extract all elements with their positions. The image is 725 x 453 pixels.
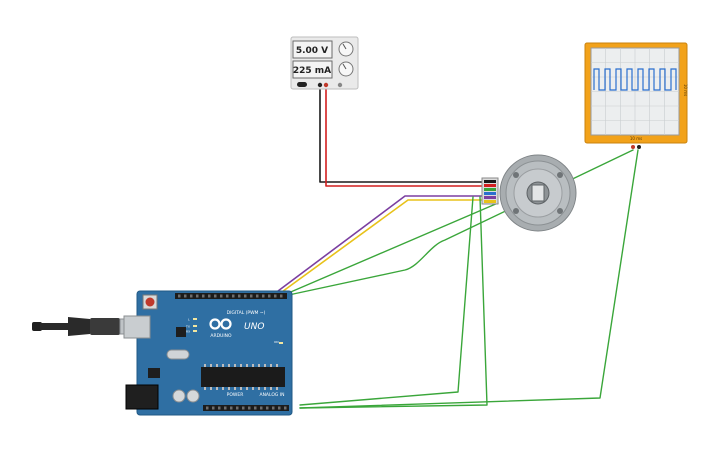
motor-hole-icon bbox=[557, 208, 563, 214]
led-l-icon bbox=[193, 318, 197, 320]
capacitors bbox=[172, 389, 200, 403]
oscilloscope-trace bbox=[593, 68, 677, 91]
dc-power-jack[interactable] bbox=[125, 384, 159, 410]
wire-black-power[interactable] bbox=[319, 85, 484, 183]
oscilloscope-side-label: 10 ms bbox=[683, 84, 688, 96]
motor-hole-icon bbox=[513, 172, 519, 178]
wire-red-power[interactable] bbox=[325, 85, 484, 187]
power-header-label: POWER bbox=[227, 392, 244, 398]
on-label: ON bbox=[274, 340, 279, 344]
motor-hole-icon bbox=[557, 172, 563, 178]
wire-green-3[interactable] bbox=[299, 196, 474, 406]
probe-terminal-positive[interactable] bbox=[631, 145, 635, 149]
motor-hole-icon bbox=[513, 208, 519, 214]
probe-terminal-negative[interactable] bbox=[637, 145, 641, 149]
led-label-l: L bbox=[188, 318, 190, 322]
reset-button[interactable] bbox=[145, 297, 155, 307]
arduino-logo-icon bbox=[209, 318, 232, 330]
digital-header[interactable] bbox=[175, 293, 287, 299]
oscilloscope[interactable]: 10 ms 10 ms bbox=[584, 42, 688, 149]
encoder-motor[interactable] bbox=[481, 154, 577, 232]
current-display: 225 mA bbox=[293, 66, 331, 76]
wire-purple-signal[interactable] bbox=[269, 195, 484, 298]
led-label-tx: TX bbox=[185, 325, 190, 329]
wire-yellow-signal[interactable] bbox=[274, 199, 484, 298]
digital-header-label: DIGITAL (PWM ~) bbox=[227, 310, 266, 316]
led-tx-icon bbox=[193, 325, 197, 327]
wire-green-4[interactable] bbox=[299, 196, 488, 409]
wires bbox=[269, 85, 639, 409]
current-knob-icon[interactable] bbox=[338, 61, 354, 77]
oscilloscope-grid bbox=[591, 48, 679, 135]
led-label-rx: RX bbox=[186, 330, 190, 334]
terminal-ground[interactable] bbox=[337, 82, 343, 88]
arduino-brand-label: ARDUINO bbox=[210, 333, 232, 339]
power-switch-icon[interactable] bbox=[297, 82, 307, 87]
arduino-uno-board[interactable]: DIGITAL (PWM ~) L TX RX ARDUINO UNO bbox=[123, 290, 293, 416]
atmega-chip-pins bbox=[204, 364, 278, 390]
wire-green-1[interactable] bbox=[283, 149, 634, 297]
crystal-oscillator bbox=[166, 349, 190, 360]
motor-shaft bbox=[531, 184, 545, 202]
voltage-knob-icon[interactable] bbox=[338, 41, 354, 57]
wire-green-5[interactable] bbox=[299, 149, 639, 409]
bottom-header-pins bbox=[206, 406, 287, 410]
usb-chip bbox=[176, 327, 186, 337]
power-analog-header[interactable] bbox=[203, 405, 289, 411]
terminal-negative[interactable] bbox=[317, 82, 323, 88]
power-supply[interactable]: 5.00 V 225 mA bbox=[290, 36, 359, 90]
digital-header-pins bbox=[178, 294, 283, 298]
usb-socket bbox=[123, 315, 151, 339]
wire-green-2[interactable] bbox=[285, 202, 499, 295]
analog-header-label: ANALOG IN bbox=[259, 392, 284, 398]
atmega-chip bbox=[201, 367, 285, 387]
voltage-display: 5.00 V bbox=[296, 46, 328, 56]
arduino-model-label: UNO bbox=[244, 322, 264, 332]
led-on-icon bbox=[279, 342, 283, 344]
led-rx-icon bbox=[193, 330, 197, 332]
oscilloscope-bottom-label: 10 ms bbox=[630, 136, 642, 141]
terminal-positive[interactable] bbox=[323, 82, 329, 88]
regulator-chip bbox=[148, 368, 160, 378]
